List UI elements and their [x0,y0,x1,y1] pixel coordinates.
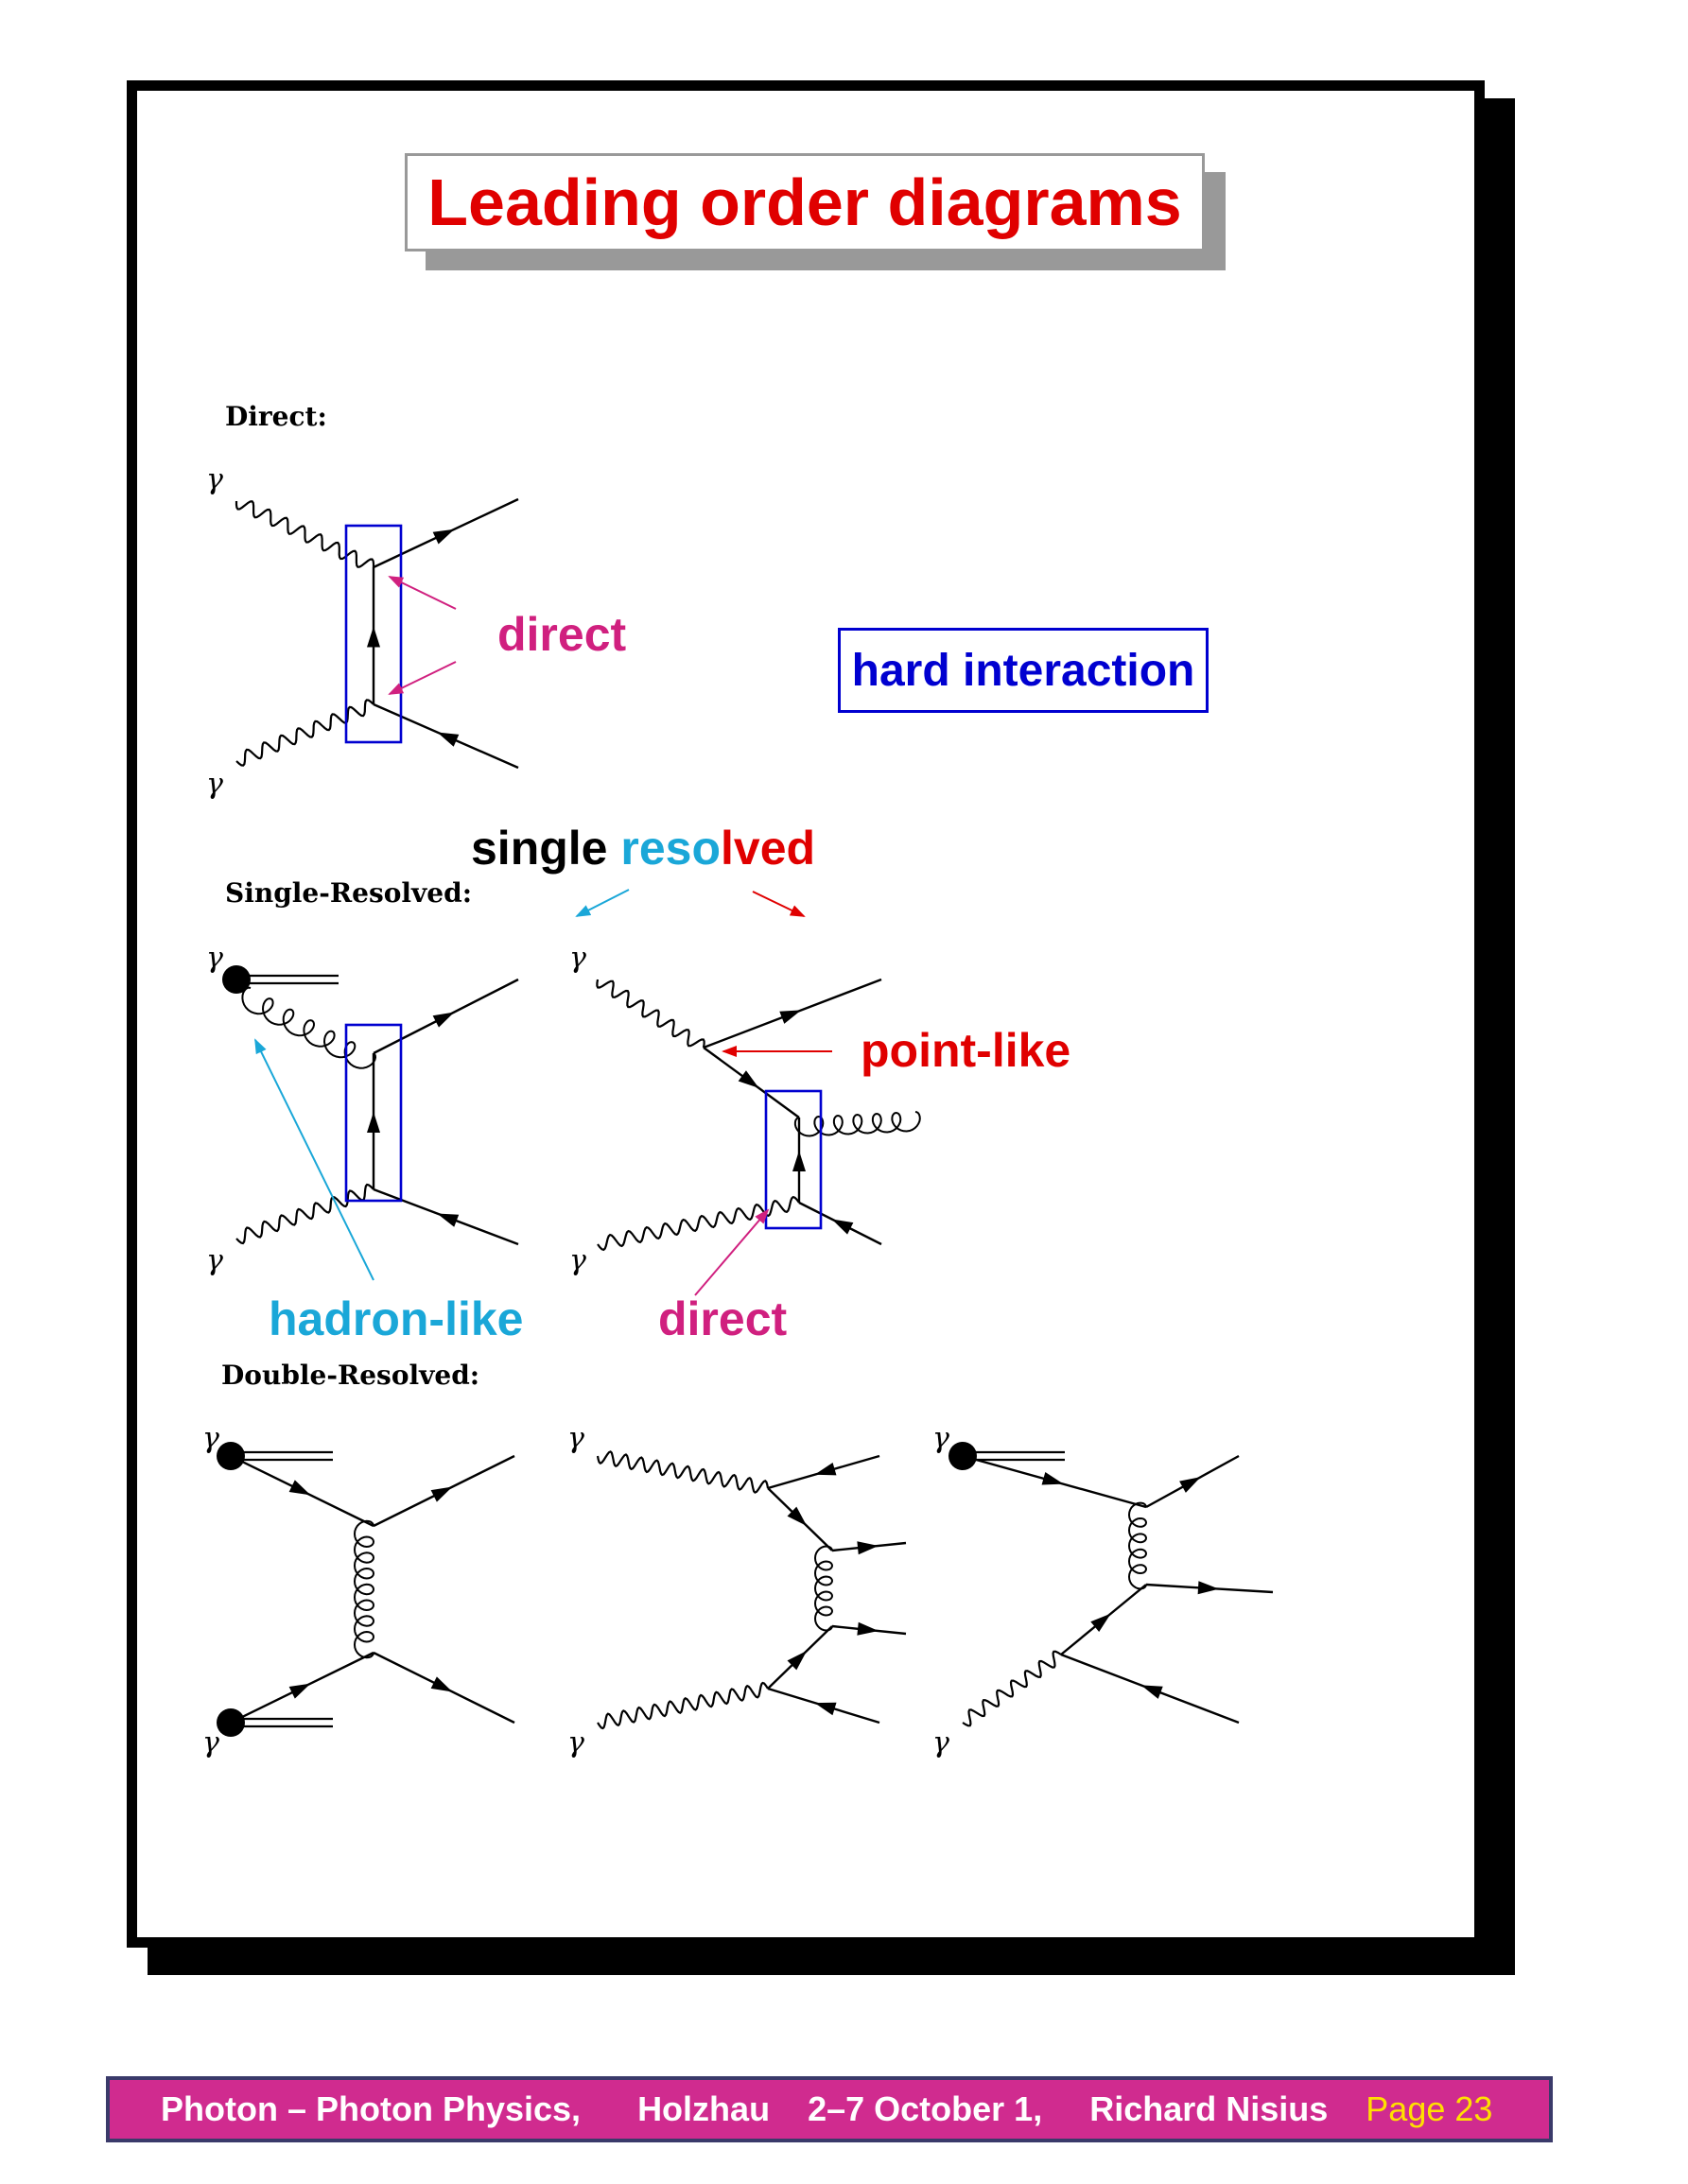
gamma-label: γ [569,1244,586,1277]
gamma-label: γ [932,1726,949,1759]
gamma-label: γ [206,942,223,975]
label-direct: direct [497,608,627,661]
section-direct: Direct: [225,401,327,432]
footer-talk: Photon – Photon Physics, [161,2089,582,2128]
title-box: Leading order diagrams [405,153,1205,251]
label-single-resolved: single resolved [471,821,815,875]
label-point-like: point-like [861,1024,1071,1077]
gamma-label: γ [567,1422,584,1455]
gamma-label: γ [567,1726,584,1759]
gamma-label: γ [202,1422,219,1455]
slide-frame [127,80,1485,1948]
gamma-label: γ [569,942,586,975]
label-single: single [471,822,608,875]
section-single-resolved: Single-Resolved: [225,877,473,909]
label-direct-2: direct [658,1292,788,1345]
gamma-label: γ [206,768,223,801]
label-hard-interaction: hard interaction [851,645,1195,696]
footer-dates: 2–7 October 1, [808,2089,1043,2128]
footer-place: Holzhau [637,2089,771,2128]
footer-page: Page 23 [1366,2089,1493,2128]
footer-bar: Photon – Photon Physics, Holzhau 2–7 Oct… [106,2076,1553,2142]
gamma-label: γ [202,1726,219,1759]
label-hadron-like: hadron-like [269,1292,524,1345]
section-double-resolved: Double-Resolved: [221,1360,480,1391]
label-reso: reso [620,822,722,875]
hard-interaction-box: hard interaction [838,628,1209,713]
gamma-label: γ [206,1244,223,1277]
footer-author: Richard Nisius [1089,2089,1329,2128]
gamma-label: γ [932,1422,949,1455]
label-lved: lved [721,822,816,875]
slide-title: Leading order diagrams [427,165,1182,239]
gamma-label: γ [206,463,223,496]
